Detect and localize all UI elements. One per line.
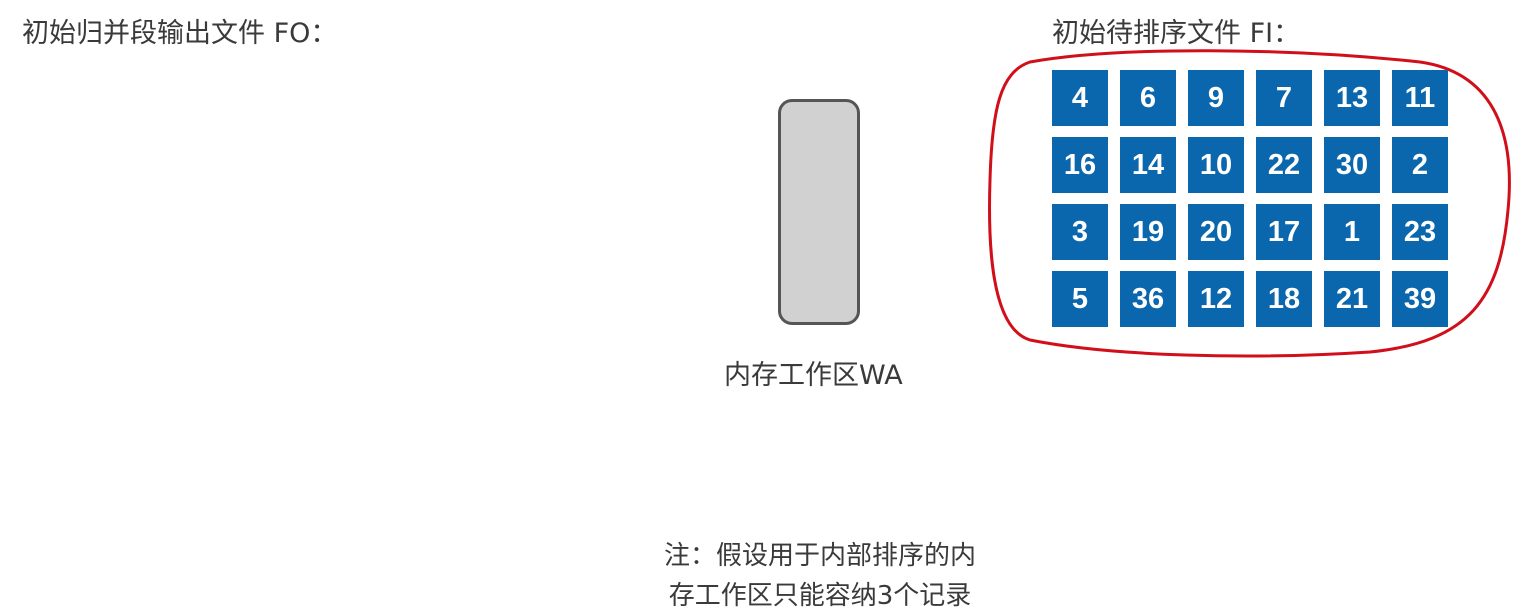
- record-cell: 6: [1120, 70, 1176, 126]
- record-cell: 13: [1324, 70, 1380, 126]
- input-file-label: 初始待排序文件 FI：: [1052, 18, 1301, 49]
- record-cell: 14: [1120, 137, 1176, 193]
- record-cell: 5: [1052, 271, 1108, 327]
- note-line-2: 存工作区只能容纳3个记录: [668, 581, 972, 611]
- record-cell: 4: [1052, 70, 1108, 126]
- record-cell: 23: [1392, 204, 1448, 260]
- record-cell: 39: [1392, 271, 1448, 327]
- output-file-label: 初始归并段输出文件 FO：: [22, 18, 338, 49]
- record-cell: 30: [1324, 137, 1380, 193]
- record-cell: 12: [1188, 271, 1244, 327]
- record-cell: 16: [1052, 137, 1108, 193]
- record-cell: 1: [1324, 204, 1380, 260]
- record-cell: 7: [1256, 70, 1312, 126]
- work-area-box: [778, 99, 860, 325]
- record-cell: 11: [1392, 70, 1448, 126]
- record-cell: 10: [1188, 137, 1244, 193]
- work-area-label: 内存工作区WA: [724, 360, 903, 391]
- record-cell: 18: [1256, 271, 1312, 327]
- note-line-1: 注：假设用于内部排序的内: [663, 541, 976, 571]
- record-cell: 3: [1052, 204, 1108, 260]
- record-cell: 20: [1188, 204, 1244, 260]
- record-cell: 2: [1392, 137, 1448, 193]
- record-cell: 9: [1188, 70, 1244, 126]
- record-cell: 17: [1256, 204, 1312, 260]
- record-cell: 22: [1256, 137, 1312, 193]
- note: 注：假设用于内部排序的内 存工作区只能容纳3个记录: [620, 536, 1020, 616]
- record-cell: 36: [1120, 271, 1176, 327]
- record-cell: 21: [1324, 271, 1380, 327]
- record-cell: 19: [1120, 204, 1176, 260]
